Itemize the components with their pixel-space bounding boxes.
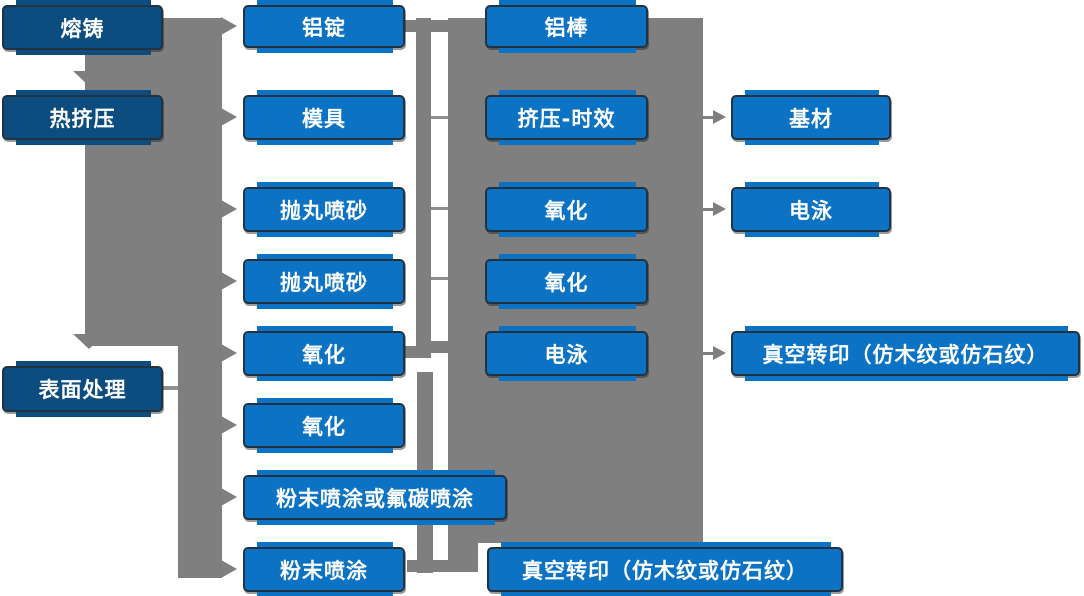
node-muju: 模具 (243, 90, 405, 145)
arrowhead-to-paowan-1 (221, 200, 237, 218)
node-paowan-2: 抛丸喷砂 (243, 254, 405, 309)
connector-trunk-lower (178, 346, 222, 578)
connector-trunk-main (85, 18, 222, 346)
arrowhead-to-yanghua-1 (221, 344, 237, 362)
arrowhead-to-paowan-2 (221, 272, 237, 290)
node-zhenkong-c4: 真空转印（仿木纹或仿石纹） (731, 326, 1080, 381)
node-luding: 铝锭 (243, 0, 405, 53)
node-rongzhu: 熔铸 (2, 0, 163, 55)
arrowhead-to-fenmo (221, 560, 237, 578)
stub-ludian-to-bar (405, 20, 416, 32)
node-fenmo-futan: 粉末喷涂或氟碳喷涂 (243, 470, 507, 525)
arrowhead-to-jicai (713, 110, 726, 124)
node-yanghua-c3-1: 氧化 (485, 182, 648, 237)
arrowhead-to-dianyong (713, 202, 726, 216)
node-jiya-shixiao: 挤压-时效 (485, 90, 648, 145)
node-jicai: 基材 (731, 90, 891, 145)
connector-mid-block-strip (448, 543, 478, 572)
arrowhead-to-yanghua-2 (221, 416, 237, 434)
line-bar-block-row3 (431, 207, 448, 210)
line-bar-block-row2 (431, 116, 448, 119)
node-dianyong-c4: 电泳 (731, 182, 891, 237)
node-paowan-1: 抛丸喷砂 (243, 182, 405, 237)
arrowhead-to-muju (221, 108, 237, 126)
arrow-shaft-to-jicai (703, 116, 714, 119)
node-yanghua-c2-1: 氧化 (243, 326, 405, 381)
line-bar-block-row4 (431, 277, 448, 280)
arrow-shaft-to-zhenkong (703, 352, 714, 355)
stub-bar-to-block-top (431, 20, 448, 32)
node-yanghua-c2-2: 氧化 (243, 398, 405, 453)
arrowhead-to-zhenkong (713, 346, 726, 360)
stub-fenmo-to-block-bottom (407, 560, 448, 572)
node-yanghua-c3-2: 氧化 (485, 254, 648, 309)
node-dianyong-c3: 电泳 (485, 326, 648, 381)
node-rejiya: 热挤压 (2, 90, 163, 145)
connector-bar-upper (416, 18, 431, 358)
arrowhead-down-to-rejiya (73, 71, 105, 86)
node-zhenkong-bottom: 真空转印（仿木纹或仿石纹） (487, 542, 843, 596)
stub-yanghua-to-bar (405, 346, 416, 358)
arrowhead-down-to-biaomian (73, 334, 105, 349)
node-biaomianchuli: 表面处理 (2, 361, 163, 417)
stub-surface-treatment (163, 386, 178, 390)
node-fenmo: 粉末喷涂 (243, 542, 405, 596)
arrowhead-to-fentan (221, 488, 237, 506)
arrow-shaft-to-dianyong (703, 208, 714, 211)
stub-bar-to-block-dianyong (431, 341, 448, 353)
node-lvbang: 铝棒 (485, 0, 648, 53)
arrowhead-to-luding (221, 17, 237, 35)
